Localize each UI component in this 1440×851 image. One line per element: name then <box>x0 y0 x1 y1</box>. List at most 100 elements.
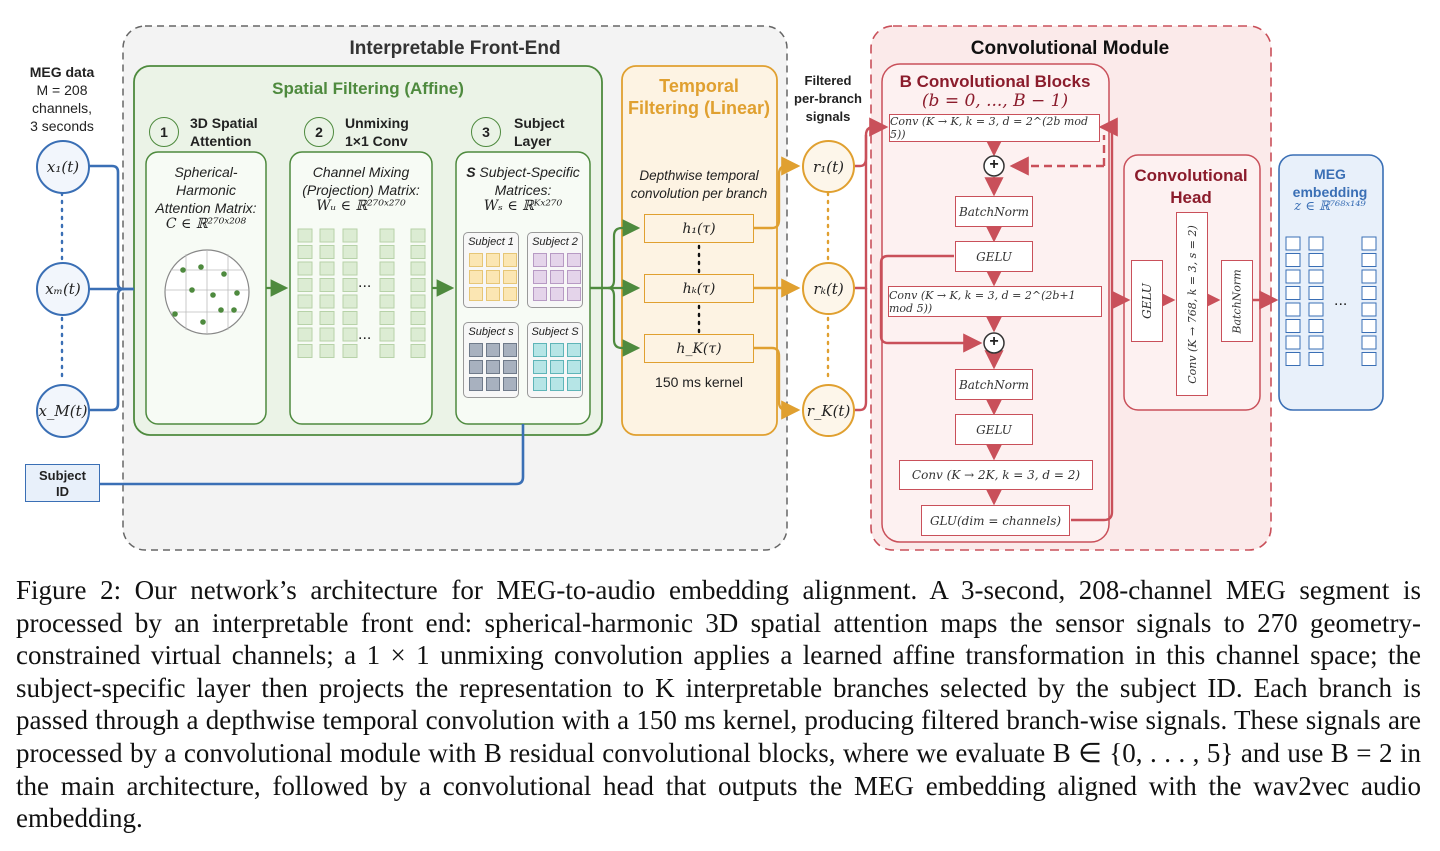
filter-h1: h₁(τ) <box>644 214 754 243</box>
mixing-matrix-cell <box>379 228 395 243</box>
embedding-cell <box>1285 302 1301 317</box>
mixing-matrix-cell <box>342 311 358 325</box>
step-2-desc-1: Channel Mixing <box>312 164 410 180</box>
caption-text: Figure 2: Our network’s architecture for… <box>16 575 1421 834</box>
input-node-M: x_M(t) <box>36 384 90 438</box>
mixing-matrix-cell <box>297 344 313 358</box>
conv-module-title: Convolutional Module <box>970 38 1170 59</box>
mixing-matrix-cell <box>379 261 395 276</box>
subject-matrix-cell <box>550 360 564 374</box>
head-batchnorm-label: BatchNorm <box>1230 268 1244 334</box>
subject-matrix-cell <box>550 270 564 284</box>
mixing-matrix-cell <box>319 245 335 259</box>
add-node-2: + <box>989 333 999 350</box>
subject-matrix-cell <box>567 343 581 357</box>
branch-node-1: r₁(t) <box>802 140 855 193</box>
add-node-1: + <box>989 156 999 173</box>
input-node-m: xₘ(t) <box>36 262 90 316</box>
mixing-matrix-cell <box>319 278 335 292</box>
step-1-badge: 1 <box>149 117 179 147</box>
subject-matrix-cell <box>469 343 483 357</box>
meg-data-desc-2: channels, <box>32 100 92 116</box>
mixing-matrix-cell <box>319 311 335 325</box>
mixing-matrix-cell <box>342 294 358 309</box>
mixing-matrix-cell <box>342 261 358 276</box>
conv-blocks-subtitle: (b = 0, ..., B − 1) <box>921 91 1069 111</box>
embedding-cell <box>1308 302 1324 317</box>
subject-matrix-cell <box>550 377 564 391</box>
mixing-matrix-cell <box>410 261 426 276</box>
embedding-cell <box>1361 319 1377 333</box>
mixing-matrix-cell <box>297 278 313 292</box>
step-1-desc-2: Harmonic <box>176 182 236 198</box>
embedding-title-1: MEG <box>1314 166 1346 182</box>
meg-embedding-region <box>1278 154 1384 411</box>
subject-1-matrix: Subject 1 <box>463 232 519 308</box>
embedding-cell <box>1308 286 1324 300</box>
subject-matrix-cell <box>533 343 547 357</box>
subject-matrix-cell <box>486 343 500 357</box>
subject-matrix-cell <box>567 253 581 267</box>
embedding-grid <box>1285 236 1377 366</box>
meg-data-desc-3: 3 seconds <box>30 118 94 134</box>
subject-matrix-cell <box>486 270 500 284</box>
mixing-matrix-cell <box>410 245 426 259</box>
conv-head-title-2: Head <box>1170 188 1212 207</box>
mixing-matrix-cell <box>410 327 426 342</box>
mixing-matrix-cell <box>297 294 313 309</box>
block-conv-1: Conv (K → K, k = 3, d = 2^(2b mod 5)) <box>889 114 1100 142</box>
subject-matrix-cell <box>533 360 547 374</box>
mixing-matrix-cell <box>297 327 313 342</box>
mixing-ellipsis-1: ... <box>358 274 372 291</box>
step-2-math: Wᵤ ∈ ℝ²⁷⁰ˣ²⁷⁰ <box>316 198 406 214</box>
subject-s-label: Subject s <box>468 326 514 338</box>
subject-S-cells <box>533 343 581 391</box>
mixing-matrix-cell <box>410 311 426 325</box>
step-2-desc-2: (Projection) Matrix: <box>302 182 420 198</box>
mixing-matrix-grid <box>297 228 426 358</box>
conv-head-title-1: Convolutional <box>1134 166 1248 185</box>
embedding-cell <box>1361 352 1377 366</box>
subject-2-label: Subject 2 <box>532 236 578 248</box>
mixing-matrix-cell <box>319 327 335 342</box>
embedding-cell <box>1285 319 1301 333</box>
kernel-label: 150 ms kernel <box>655 374 743 390</box>
subject-id-box: Subject ID <box>25 464 100 502</box>
step-3-math: Wₛ ∈ ℝᴷˣ²⁷⁰ <box>483 198 563 214</box>
step-3-badge: 3 <box>471 117 501 147</box>
embedding-cell <box>1361 269 1377 284</box>
step-3-desc-2: Matrices: <box>494 182 552 198</box>
subject-1-cells <box>469 253 517 301</box>
mixing-matrix-cell <box>410 278 426 292</box>
subject-matrix-cell <box>503 377 517 391</box>
mixing-matrix-cell <box>410 294 426 309</box>
mixing-matrix-cell <box>342 344 358 358</box>
block-conv-3: Conv (K → 2K, k = 3, d = 2) <box>899 460 1093 490</box>
subject-s-cells <box>469 343 517 391</box>
filter-hk: hₖ(τ) <box>644 274 754 303</box>
temporal-title-1: Temporal <box>659 76 739 96</box>
subject-matrix-cell <box>503 360 517 374</box>
subject-matrix-cell <box>503 287 517 301</box>
mixing-matrix-cell <box>379 294 395 309</box>
temporal-title-2: Filtering (Linear) <box>627 98 771 118</box>
embedding-cell <box>1285 236 1301 251</box>
subject-matrix-cell <box>486 253 500 267</box>
subject-2-matrix: Subject 2 <box>527 232 583 308</box>
subject-matrix-cell <box>486 360 500 374</box>
step-1-title-2: Attention <box>190 133 252 149</box>
block-conv-2: Conv (K → K, k = 3, d = 2^(2b+1 mod 5)) <box>888 286 1102 317</box>
mixing-matrix-cell <box>319 344 335 358</box>
mixing-matrix-cell <box>297 311 313 325</box>
subject-matrix-cell <box>503 253 517 267</box>
block-glu: GLU(dim = channels) <box>921 505 1070 536</box>
embedding-cell <box>1308 319 1324 333</box>
step-1-title-1: 3D Spatial <box>190 115 258 131</box>
mixing-matrix-cell <box>379 344 395 358</box>
step-3-title-1: Subject <box>514 115 565 131</box>
mixing-matrix-cell <box>319 294 335 309</box>
embedding-cell <box>1285 335 1301 350</box>
mixing-matrix-cell <box>410 344 426 358</box>
subject-S-label: Subject S <box>531 326 579 338</box>
head-conv-label: Conv (K → 768, k = 3, s = 2) <box>1185 224 1199 384</box>
